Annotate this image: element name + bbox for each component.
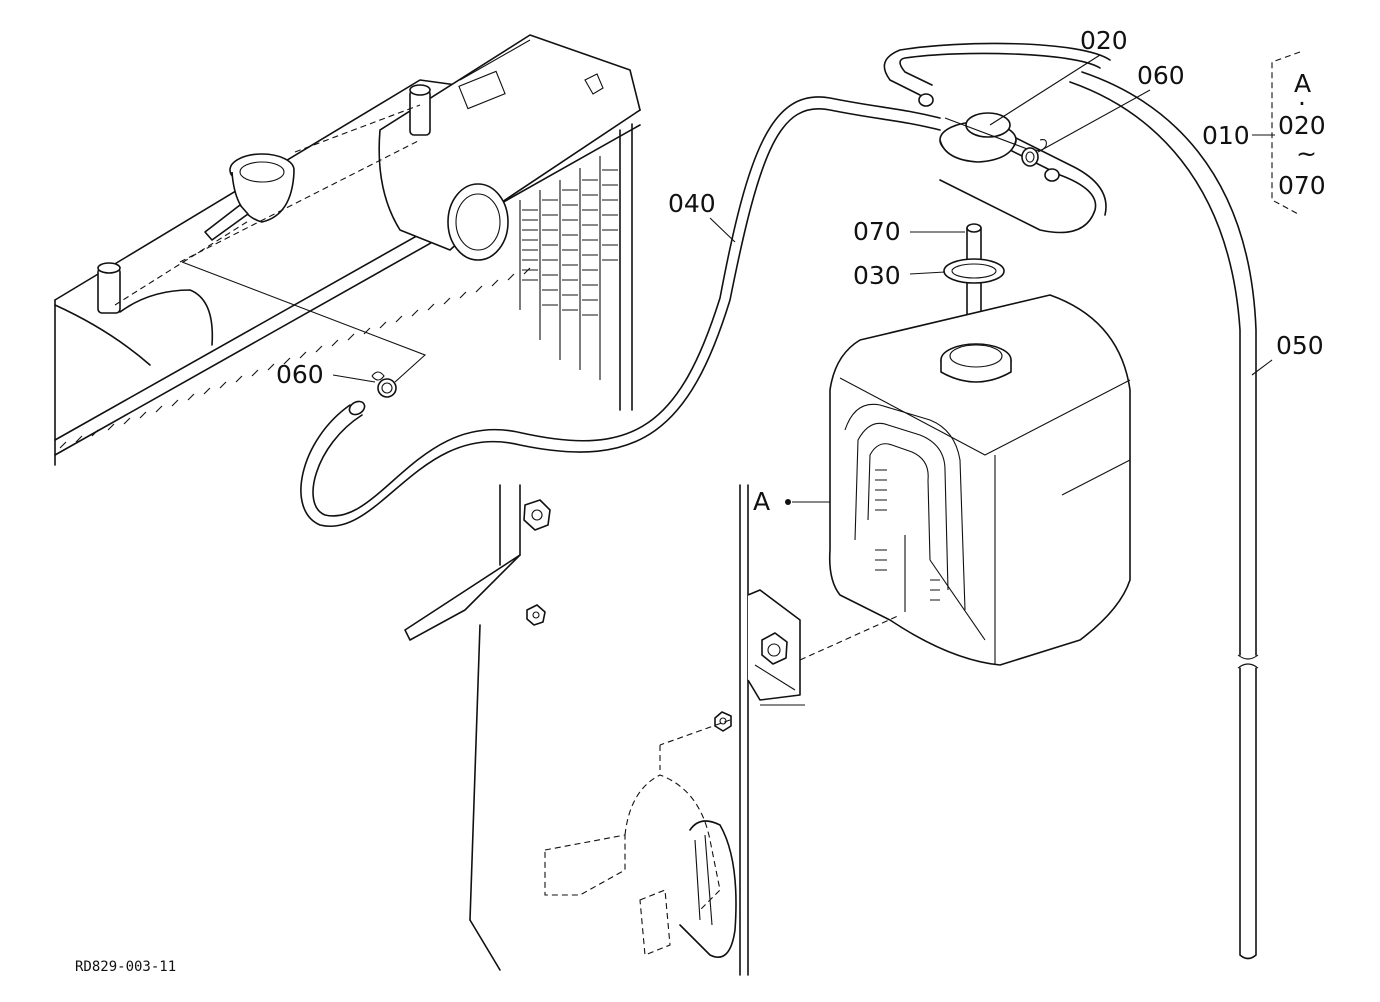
clamp-060-left — [371, 371, 397, 398]
hose-040 — [300, 96, 941, 528]
radiator — [54, 34, 641, 466]
radiator-cap-disc — [447, 183, 509, 261]
reservoir-cap-020 — [883, 42, 1111, 234]
label-060-top: 060 — [1137, 61, 1185, 90]
label-010: 010 — [1202, 121, 1250, 150]
label-060-left: 060 — [276, 360, 324, 389]
kit-to: 070 — [1278, 171, 1326, 200]
radiator-core — [519, 123, 633, 411]
nut-lower — [714, 711, 732, 732]
label-070: 070 — [853, 217, 901, 246]
nut-bracket — [761, 632, 788, 665]
radiator-top-tank — [378, 34, 641, 251]
label-040: 040 — [668, 189, 716, 218]
o-ring-030 — [943, 258, 1005, 284]
nut-upper — [523, 499, 551, 531]
pipe-050 — [1069, 71, 1259, 960]
kit-from: 020 — [1278, 111, 1326, 140]
label-020: 020 — [1080, 26, 1128, 55]
clamp-060-top — [1021, 139, 1060, 182]
kit-tilde: ~ — [1296, 139, 1317, 168]
nut-middle — [526, 604, 546, 626]
leader-lines — [332, 51, 1301, 505]
reservoir-tank — [828, 294, 1131, 666]
kit-head-A: A — [1294, 69, 1311, 98]
drawing-code: RD829-003-11 — [75, 959, 176, 975]
kit-dot: · — [1298, 89, 1306, 118]
lower-bracket-dashed — [544, 774, 737, 958]
label-050: 050 — [1276, 331, 1324, 360]
label-030: 030 — [853, 261, 901, 290]
label-ref-A: A — [753, 487, 770, 516]
mounting-frame — [404, 484, 805, 976]
